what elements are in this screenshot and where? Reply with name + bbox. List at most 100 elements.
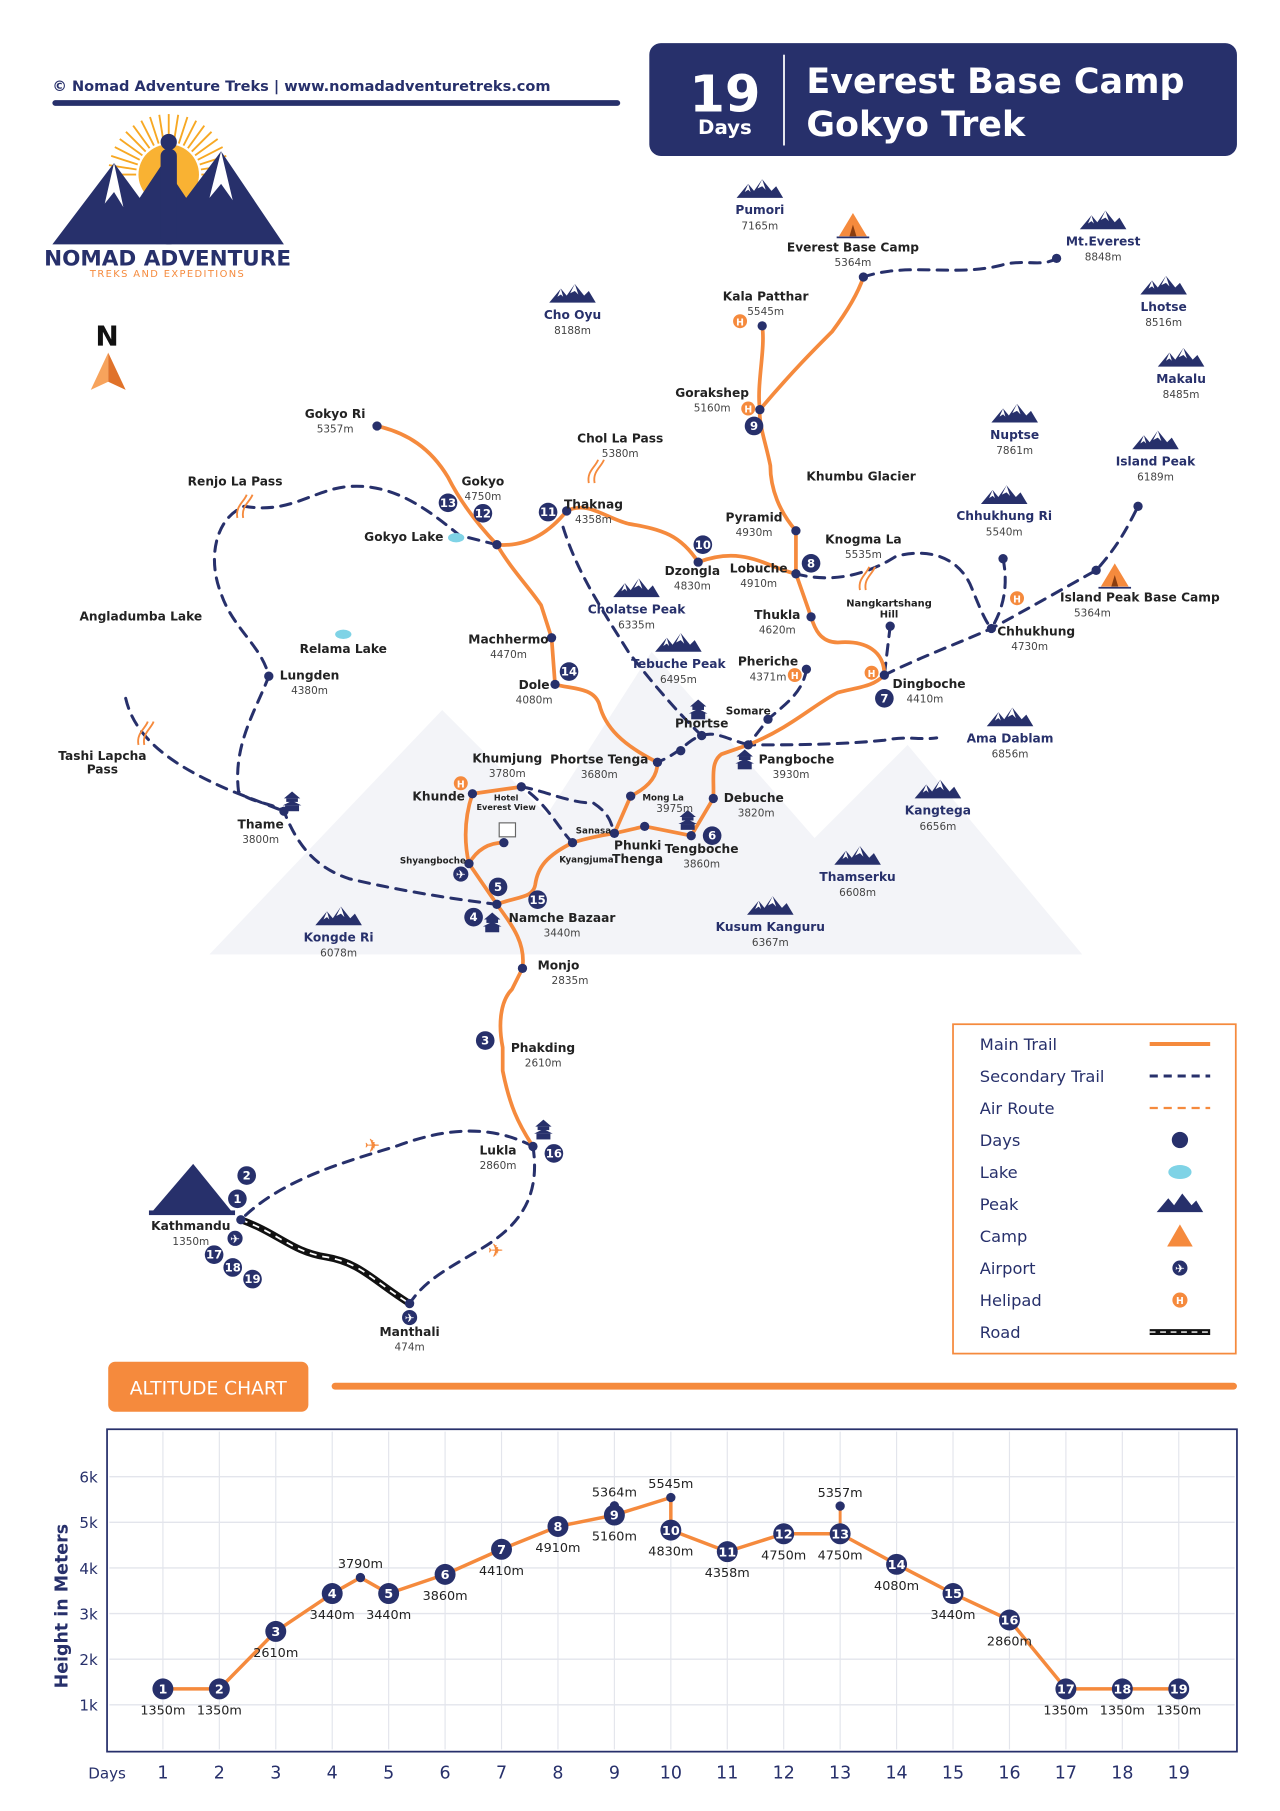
side-trip-point — [835, 1501, 845, 1511]
place-name: Manthali — [380, 1325, 440, 1339]
altitude-point: 17 — [1055, 1678, 1077, 1700]
altitude-point: 13 — [829, 1523, 851, 1545]
place-altitude: 4470m — [490, 649, 527, 661]
waypoint-dot — [757, 321, 767, 331]
altitude-point: 18 — [1111, 1678, 1133, 1700]
altitude-point-day: 4 — [328, 1587, 337, 1602]
waypoint-dot — [1091, 565, 1101, 575]
airport-icon: ✈ — [227, 1230, 243, 1246]
peak-name: Pumori — [735, 203, 784, 217]
place-name: Angladumba Lake — [79, 609, 202, 623]
altitude-point-label: 4410m — [479, 1564, 524, 1579]
waypoint-dot — [879, 670, 890, 680]
air-route-lukla-kathmandu — [239, 1129, 535, 1222]
helipad-icon: H — [453, 776, 468, 790]
place-altitude: 4750m — [464, 491, 501, 503]
waypoint-dot — [404, 1298, 415, 1309]
waypoint-dot — [686, 831, 696, 841]
peak-altitude: 8516m — [1145, 317, 1182, 329]
stupa-icon — [148, 1163, 236, 1216]
camp-icon — [1098, 563, 1132, 589]
waypoint-dot — [517, 963, 528, 974]
waypoint-dot — [652, 757, 663, 767]
y-tick-label: 6k — [79, 1469, 98, 1487]
place-name: Relama Lake — [300, 642, 387, 656]
waypoint-dot — [467, 789, 478, 799]
y-tick-label: 4k — [79, 1560, 98, 1578]
day-number: 16 — [546, 1146, 562, 1160]
altitude-point-label: 2860m — [987, 1635, 1032, 1650]
waypoint-dot — [567, 837, 578, 848]
peak-name: Makalu — [1156, 372, 1206, 386]
altitude-point-day: 19 — [1170, 1683, 1188, 1698]
waypoint-dot — [516, 782, 526, 792]
helipad-icon: H — [864, 665, 879, 680]
altitude-point-day: 7 — [497, 1543, 506, 1558]
altitude-point: 11 — [716, 1541, 738, 1563]
logo-tagline: TREKS AND EXPEDITIONS — [89, 269, 245, 280]
waypoint-dot — [609, 828, 620, 838]
airport-icon: ✈ — [402, 1309, 418, 1325]
pass-icon — [858, 566, 876, 591]
peak-altitude: 6078m — [320, 948, 357, 960]
svg-text:H: H — [1013, 594, 1021, 605]
side-trip-label: 5364m — [592, 1485, 637, 1500]
place-name: Thaknag — [564, 498, 623, 512]
peak-icon — [991, 403, 1038, 423]
place-altitude: 3975m — [656, 803, 693, 815]
altitude-point-day: 16 — [1001, 1614, 1019, 1629]
altitude-point-label: 4358m — [705, 1566, 750, 1581]
altitude-point: 3 — [265, 1620, 287, 1642]
place-altitude: 474m — [395, 1342, 425, 1354]
day-number: 11 — [540, 505, 556, 519]
legend-label: Secondary Trail — [980, 1067, 1105, 1086]
legend-label: Road — [980, 1323, 1021, 1342]
peak-name: Ama Dablam — [967, 732, 1054, 746]
place-name: Khumbu Glacier — [806, 470, 915, 484]
altitude-point-day: 18 — [1113, 1683, 1131, 1698]
altitude-point-label: 1350m — [140, 1703, 185, 1718]
x-tick-label: 3 — [270, 1763, 281, 1783]
day-marker: 4 — [464, 907, 483, 927]
place-name: Monjo — [538, 959, 580, 973]
watermark — [209, 651, 1083, 955]
plane-icon: ✈ — [365, 1136, 381, 1157]
altitude-point-day: 15 — [944, 1587, 962, 1602]
legend-symbol-days — [1171, 1131, 1189, 1149]
place-altitude: 4371m — [750, 671, 787, 683]
svg-text:H: H — [744, 405, 752, 416]
waypoint-dot — [264, 671, 274, 681]
day-number: 1 — [233, 1192, 241, 1206]
altitude-point: 12 — [773, 1523, 795, 1545]
x-tick-label: 5 — [383, 1763, 394, 1783]
peak-altitude: 6189m — [1137, 472, 1174, 484]
place-altitude: 4730m — [1011, 641, 1048, 653]
waypoint-dot — [640, 821, 650, 832]
x-tick-label: 16 — [998, 1763, 1020, 1783]
monastery-icon — [282, 791, 302, 812]
chart-title: ALTITUDE CHART — [130, 1378, 288, 1399]
side-trip-label: 5357m — [818, 1486, 863, 1501]
day-marker: 6 — [702, 826, 722, 845]
waypoint-dot — [279, 806, 289, 816]
altitude-point: 19 — [1168, 1678, 1190, 1700]
helipad-icon: H — [1010, 591, 1024, 605]
place-name: Thame — [238, 818, 284, 832]
legend-label: Days — [980, 1131, 1021, 1150]
waypoint-dot — [492, 540, 502, 550]
day-number: 3 — [481, 1034, 489, 1048]
days-label: Days — [698, 116, 752, 139]
day-marker: 8 — [801, 554, 821, 573]
x-tick-label: 10 — [660, 1763, 682, 1783]
x-tick-label: 6 — [440, 1763, 451, 1783]
day-number: 6 — [708, 829, 716, 843]
waypoint-dot — [499, 837, 509, 848]
svg-text:H: H — [791, 671, 799, 682]
helipad-icon: H — [787, 668, 802, 682]
altitude-point: 16 — [998, 1609, 1020, 1631]
peak-altitude: 6856m — [992, 749, 1029, 761]
day-number: 17 — [206, 1248, 222, 1262]
title-line-2: Gokyo Trek — [806, 105, 1026, 145]
